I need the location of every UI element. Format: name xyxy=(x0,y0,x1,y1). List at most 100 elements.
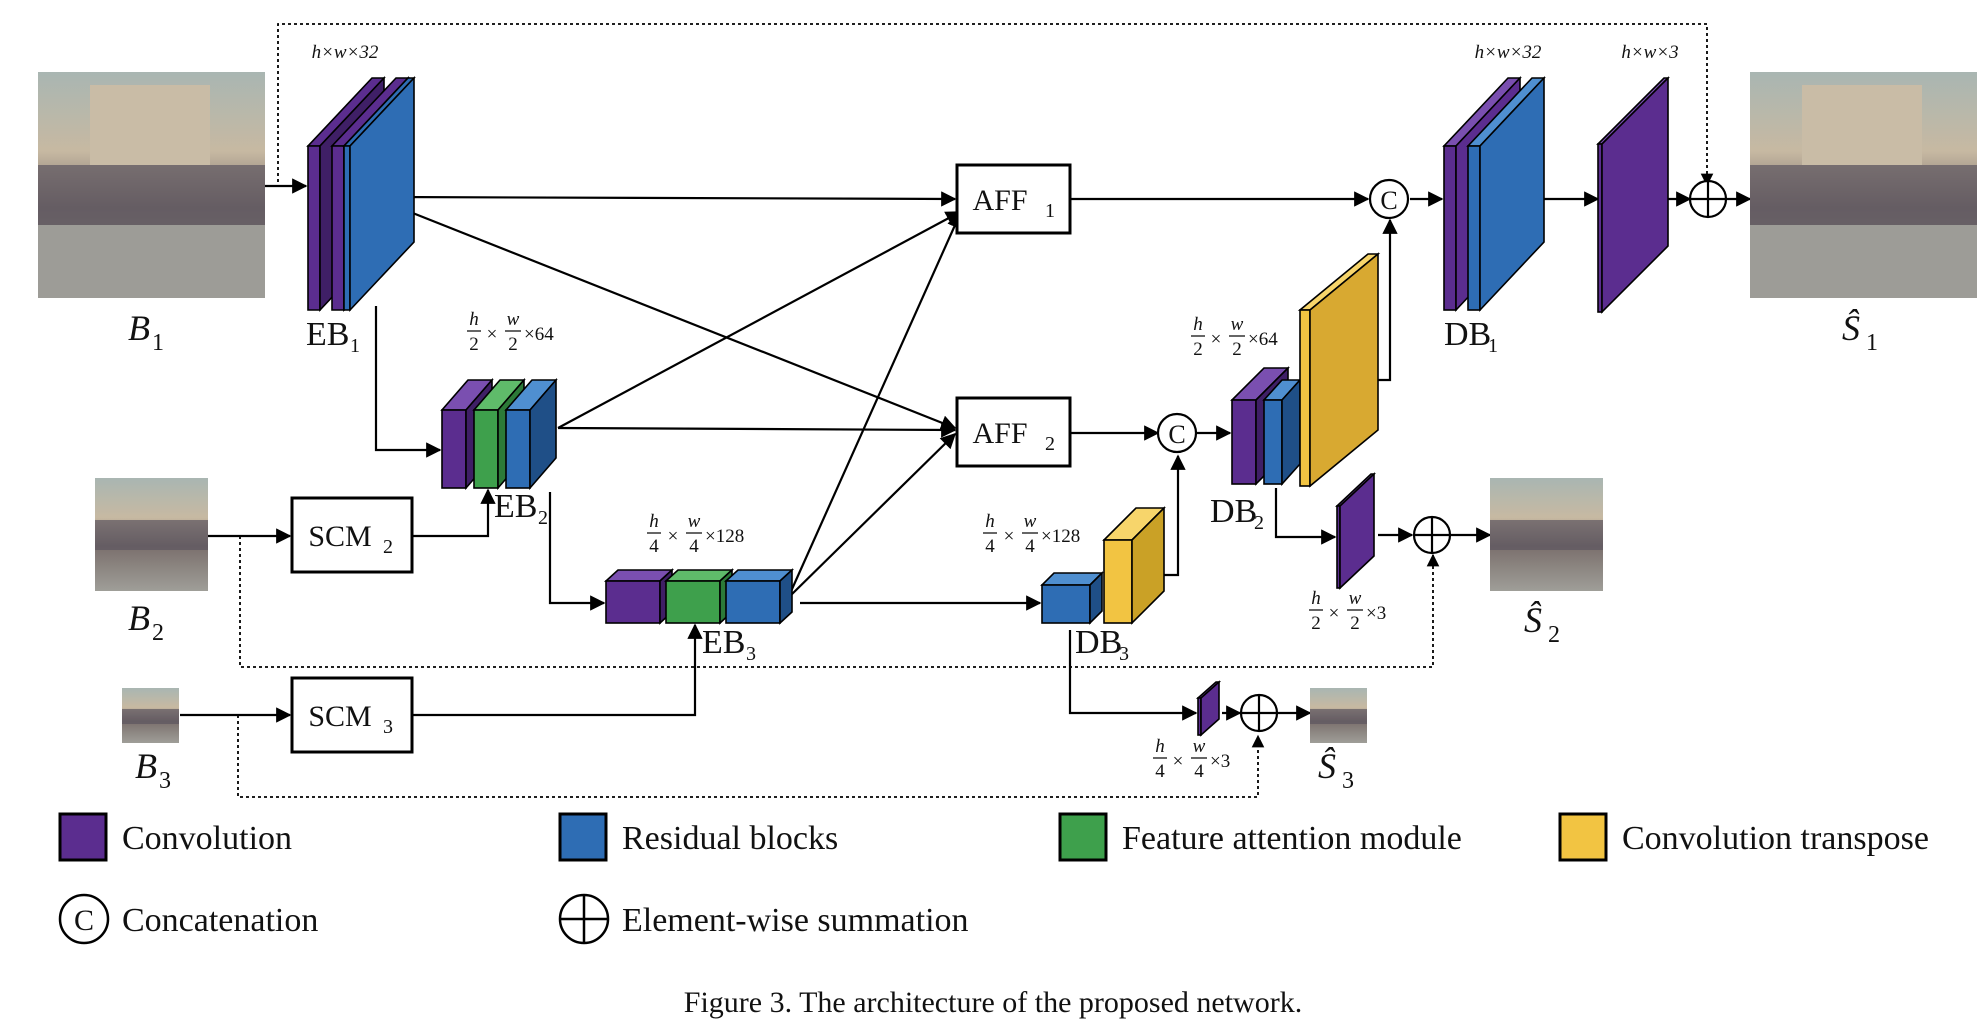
sum2-symbol xyxy=(1412,515,1452,555)
svg-text:2: 2 xyxy=(469,334,479,355)
svg-text:B: B xyxy=(128,308,150,348)
svg-text:3: 3 xyxy=(1342,768,1354,794)
b1-label: B 1 xyxy=(128,308,164,356)
svg-text:×: × xyxy=(1173,751,1184,772)
svg-text:2: 2 xyxy=(538,507,548,529)
svg-text:4: 4 xyxy=(1155,761,1165,782)
svg-text:Ŝ: Ŝ xyxy=(1318,746,1336,786)
aff1-label: AFF xyxy=(972,184,1027,217)
legend: Convolution Residual blocks Feature atte… xyxy=(58,812,1929,945)
arrow-scm3-eb3 xyxy=(412,623,703,717)
svg-text:3: 3 xyxy=(159,768,171,794)
svg-text:1: 1 xyxy=(1866,330,1878,356)
concat2-symbol: C xyxy=(1156,412,1198,454)
svg-text:2: 2 xyxy=(1232,339,1242,360)
svg-text:×: × xyxy=(1329,603,1340,624)
svg-text:4: 4 xyxy=(985,536,995,557)
arrow-eb3-aff1 xyxy=(786,212,962,599)
svg-text:3: 3 xyxy=(1119,643,1129,665)
eb3-label: EB 3 xyxy=(702,624,756,665)
aff2-label: AFF xyxy=(972,417,1027,450)
svg-text:2: 2 xyxy=(1311,613,1321,634)
b2-label: B 2 xyxy=(128,598,164,646)
svg-text:4: 4 xyxy=(689,536,699,557)
skip-line-scale2 xyxy=(239,536,1440,668)
arrow-eb2-aff2 xyxy=(557,422,957,438)
dim-out1: h×w×3 xyxy=(1621,42,1678,63)
db1-block xyxy=(1442,75,1546,313)
aff2-module: AFF 2 xyxy=(955,396,1072,468)
svg-text:Concatenation: Concatenation xyxy=(122,902,318,939)
legend-convolution: Convolution xyxy=(58,812,292,862)
input-image-b1 xyxy=(38,72,265,298)
svg-text:w: w xyxy=(688,511,701,532)
svg-text:Residual blocks: Residual blocks xyxy=(622,820,838,857)
svg-text:×3: ×3 xyxy=(1210,751,1230,772)
arrow-eb3-aff2 xyxy=(787,432,957,599)
scm2-sub: 2 xyxy=(383,536,393,558)
eb1-block xyxy=(306,75,416,313)
svg-text:h: h xyxy=(985,511,995,532)
svg-text:2: 2 xyxy=(1254,512,1264,534)
db3-block xyxy=(1040,506,1166,625)
svg-text:4: 4 xyxy=(649,536,659,557)
svg-text:×128: ×128 xyxy=(1041,526,1080,547)
aff1-sub: 1 xyxy=(1045,200,1055,222)
s2-label: Ŝ 2 xyxy=(1524,600,1560,648)
svg-text:DB: DB xyxy=(1210,493,1257,530)
scm3-module: SCM 3 xyxy=(290,676,414,754)
skip-line-scale1 xyxy=(277,23,1714,187)
connections xyxy=(180,178,1752,723)
svg-text:Convolution transpose: Convolution transpose xyxy=(1622,820,1929,857)
output-image-s1 xyxy=(1750,72,1977,298)
dim-out3: h 4 × w 4 ×3 xyxy=(1153,736,1230,782)
svg-text:2: 2 xyxy=(508,334,518,355)
svg-text:DB: DB xyxy=(1444,316,1491,353)
dim-db2: h 2 × w 2 ×64 xyxy=(1191,314,1278,360)
svg-text:C: C xyxy=(1168,420,1185,449)
arrow-db3-concat2 xyxy=(1164,454,1186,577)
output-image-s3 xyxy=(1310,688,1367,743)
arrow-eb2-aff1 xyxy=(557,211,962,429)
svg-text:Ŝ: Ŝ xyxy=(1524,600,1542,640)
db2-label: DB 2 xyxy=(1210,493,1264,534)
figure-caption: Figure 3. The architecture of the propos… xyxy=(684,986,1302,1019)
svg-text:w: w xyxy=(1193,736,1206,757)
svg-text:Convolution: Convolution xyxy=(122,820,292,857)
svg-text:3: 3 xyxy=(746,643,756,665)
eb2-block xyxy=(440,377,558,491)
svg-text:×3: ×3 xyxy=(1366,603,1386,624)
legend-attention: Feature attention module xyxy=(1058,812,1462,862)
svg-text:h: h xyxy=(469,309,479,330)
svg-text:Feature attention module: Feature attention module xyxy=(1122,820,1462,857)
svg-text:4: 4 xyxy=(1025,536,1035,557)
svg-text:×: × xyxy=(668,526,679,547)
svg-text:B: B xyxy=(128,598,150,638)
svg-text:h: h xyxy=(1193,314,1203,335)
legend-residual: Residual blocks xyxy=(558,812,838,862)
svg-text:C: C xyxy=(74,904,94,937)
svg-text:w: w xyxy=(507,309,520,330)
db1-label: DB 1 xyxy=(1444,316,1498,357)
arrow-db2-out2conv xyxy=(1274,488,1337,545)
svg-text:EB: EB xyxy=(494,488,537,525)
svg-text:2: 2 xyxy=(152,620,164,646)
svg-text:×: × xyxy=(1211,329,1222,350)
s3-label: Ŝ 3 xyxy=(1318,746,1354,794)
eb1-label: EB 1 xyxy=(306,316,360,357)
dim-eb2: h 2 × w 2 ×64 xyxy=(467,309,554,355)
scm3-label: SCM xyxy=(308,700,371,733)
svg-text:×64: ×64 xyxy=(524,324,554,345)
sum3-symbol xyxy=(1239,693,1279,733)
svg-text:C: C xyxy=(1380,186,1397,215)
svg-text:×128: ×128 xyxy=(705,526,744,547)
svg-text:EB: EB xyxy=(702,624,745,661)
out3-conv xyxy=(1195,680,1222,737)
svg-text:w: w xyxy=(1231,314,1244,335)
svg-text:Ŝ: Ŝ xyxy=(1842,308,1860,348)
scm2-label: SCM xyxy=(308,520,371,553)
svg-text:Element-wise summation: Element-wise summation xyxy=(622,902,969,939)
legend-concatenation: C Concatenation xyxy=(58,893,318,945)
concat1-symbol: C xyxy=(1368,178,1410,220)
